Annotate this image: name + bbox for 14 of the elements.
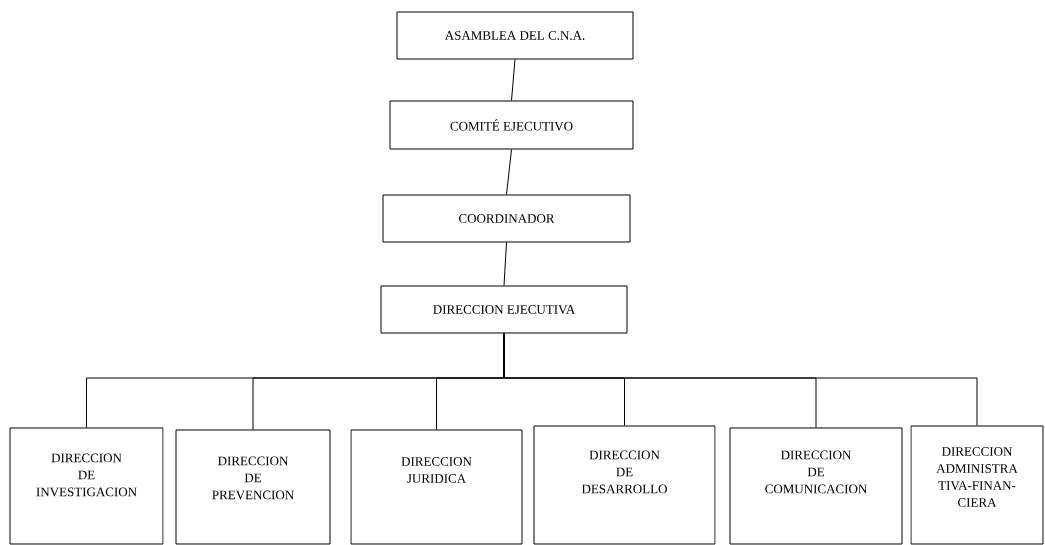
department-box: DIRECCION JURIDICA (350, 429, 523, 545)
position-box: COMITÉ EJECUTIVO (389, 100, 634, 150)
connector-line (511, 59, 516, 101)
connector-line (506, 149, 512, 195)
position-box: ASAMBLEA DEL C.N.A. (396, 11, 634, 60)
position-box: DIRECCION EJECUTIVA (380, 285, 628, 334)
department-box: DIRECCION ADMINISTRA TIVA-FINAN- CIERA (910, 425, 1044, 545)
connector-line (503, 242, 507, 286)
department-box: DIRECCION DE PREVENCION (175, 429, 331, 545)
position-box: COORDINADOR (382, 194, 631, 243)
department-box: DIRECCION DE COMUNICACION (729, 427, 903, 545)
department-box: DIRECCION DE DESARROLLO (533, 425, 716, 545)
department-box: DIRECCION DE INVESTIGACION (9, 427, 164, 545)
connector-line (503, 333, 978, 426)
